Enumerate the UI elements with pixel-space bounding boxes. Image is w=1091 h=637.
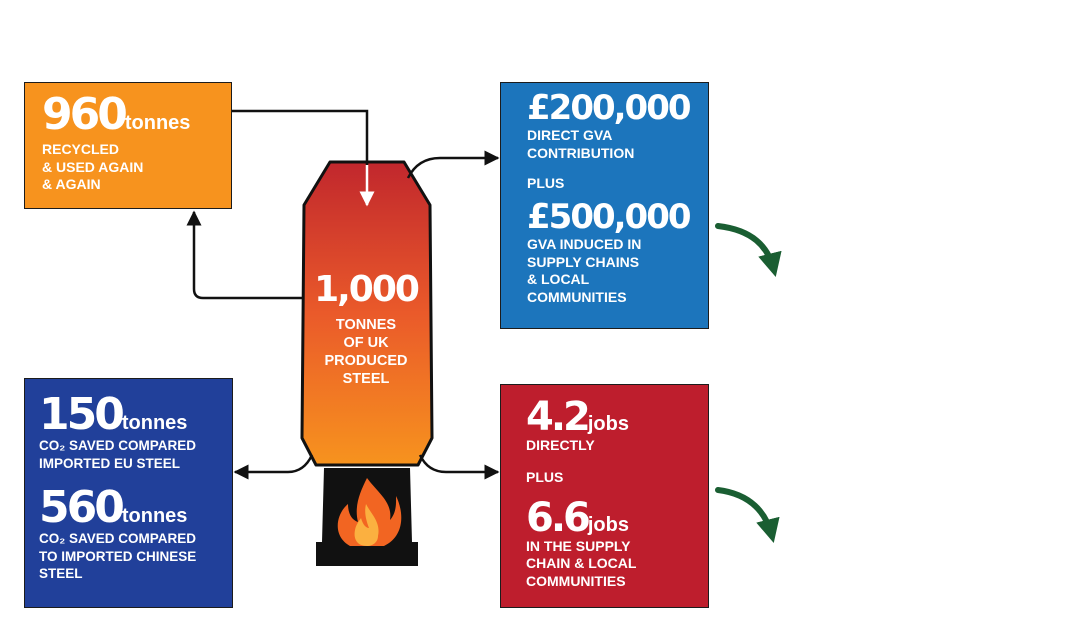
jobs-line: IN THE SUPPLY: [526, 537, 631, 554]
gva-arrow: [406, 150, 500, 179]
jobs-direct-headline: 4.2jobs: [526, 397, 708, 437]
recycled-box: 960tonnes RECYCLED & USED AGAIN & AGAIN: [24, 82, 232, 209]
recycled-headline: 960tonnes: [42, 93, 231, 137]
jobs-supply-number: 6.6: [526, 494, 591, 541]
gva-line: DIRECT GVA: [527, 127, 613, 143]
gva-line: GVA INDUCED IN: [527, 236, 642, 252]
recycled-line: RECYCLED: [42, 141, 120, 157]
furnace-line: PRODUCED: [324, 353, 408, 369]
co2-box: 150tonnes CO₂ SAVED COMPARED IMPORTED EU…: [24, 378, 233, 608]
recycled-line: & AGAIN: [42, 176, 101, 192]
jobs-direct-unit: jobs: [587, 413, 629, 435]
co2-eu-number: 150: [39, 389, 125, 440]
gva-direct-number: £200,000: [527, 88, 692, 128]
gva-box: £200,000 DIRECT GVA CONTRIBUTION PLUS £5…: [500, 82, 709, 329]
co2-eu-unit: tonnes: [121, 412, 188, 434]
recycled-description: RECYCLED & USED AGAIN & AGAIN: [42, 141, 231, 194]
gva-line: CONTRIBUTION: [527, 144, 635, 161]
jobs-line: CHAIN & LOCAL: [526, 555, 637, 571]
jobs-direct-description: DIRECTLY: [526, 437, 708, 455]
furnace-description: TONNES OF UK PRODUCED STEEL: [300, 316, 432, 388]
furnace-line: TONNES: [335, 317, 397, 333]
co2-line: CO₂ SAVED COMPARED: [39, 531, 197, 546]
jobs-line: COMMUNITIES: [526, 572, 626, 589]
jobs-supply-unit: jobs: [587, 513, 629, 536]
recycled-unit: tonnes: [124, 112, 191, 134]
recycle-in-arrow: [232, 109, 369, 165]
furnace-line: OF UK: [343, 335, 389, 351]
jobs-plus: PLUS: [526, 468, 564, 485]
jobs-supply-description: IN THE SUPPLY CHAIN & LOCAL COMMUNITIES: [526, 538, 708, 591]
furnace-label: 1,000 TONNES OF UK PRODUCED STEEL: [300, 272, 432, 388]
curved-arrow-icon: [715, 223, 782, 277]
co2-line: IMPORTED EU STEEL: [39, 455, 181, 471]
co2-eu-description: CO₂ SAVED COMPARED IMPORTED EU STEEL: [39, 437, 232, 472]
gva-induced-number: £500,000: [527, 197, 692, 237]
jobs-arrow: [418, 454, 500, 480]
gva-line: & LOCAL: [527, 271, 590, 287]
co2-line: STEEL: [39, 566, 83, 581]
co2-cn-unit: tonnes: [121, 505, 188, 527]
jobs-supply-headline: 6.6jobs: [526, 498, 708, 538]
recycled-number: 960: [42, 89, 128, 140]
gva-plus: PLUS: [527, 175, 565, 191]
recycle-out-arrow: [186, 210, 304, 300]
gva-line: SUPPLY CHAINS: [527, 253, 640, 270]
jobs-box: 4.2jobs DIRECTLY PLUS 6.6jobs IN THE SUP…: [500, 384, 709, 608]
gva-line: COMMUNITIES: [527, 288, 627, 305]
curved-arrow-icon: [715, 487, 780, 543]
co2-cn-number: 560: [39, 482, 125, 533]
gva-direct-description: DIRECT GVA CONTRIBUTION: [527, 127, 708, 162]
co2-eu-headline: 150tonnes: [39, 393, 232, 437]
jobs-direct-number: 4.2: [526, 394, 591, 440]
recycled-line: & USED AGAIN: [42, 158, 144, 175]
co2-cn-headline: 560tonnes: [39, 486, 232, 530]
gva-induced-description: GVA INDUCED IN SUPPLY CHAINS & LOCAL COM…: [527, 236, 708, 306]
co2-cn-description: CO₂ SAVED COMPARED TO IMPORTED CHINESE S…: [39, 530, 232, 583]
furnace-number: 1,000: [314, 269, 420, 310]
furnace-body: [300, 160, 434, 467]
co2-arrow: [233, 454, 314, 480]
fire-icon: [337, 478, 402, 546]
jobs-line: DIRECTLY: [526, 437, 595, 453]
co2-line: TO IMPORTED CHINESE: [39, 548, 197, 564]
furnace-line: STEEL: [342, 371, 390, 387]
co2-line: CO₂ SAVED COMPARED: [39, 438, 197, 453]
